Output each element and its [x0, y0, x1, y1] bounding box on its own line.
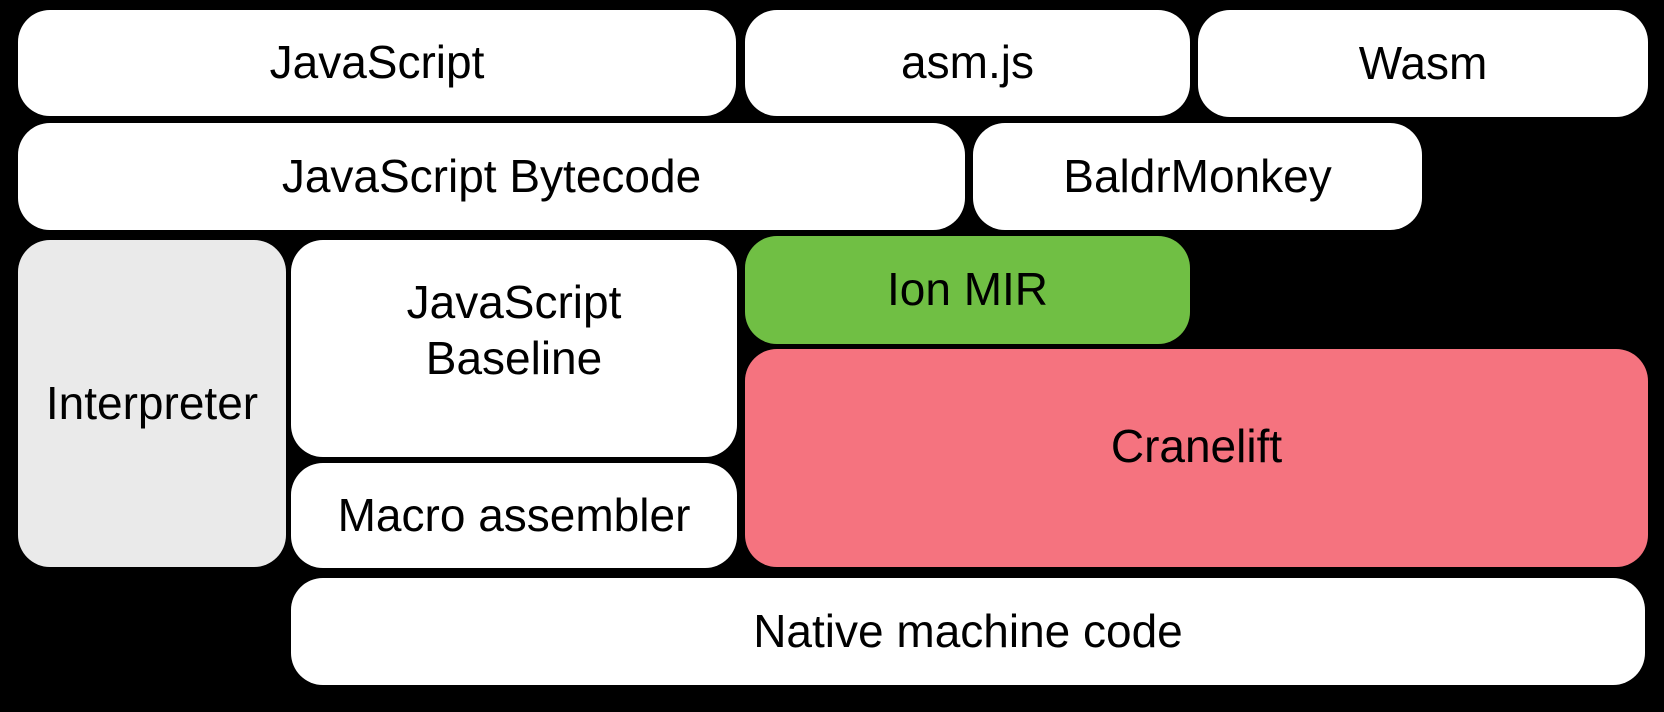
node-wasm-label: Wasm	[1358, 36, 1488, 89]
node-javascript-bytecode-label: JavaScript Bytecode	[281, 149, 702, 202]
node-asm-js-label: asm.js	[901, 36, 1034, 89]
node-wasm: Wasm	[1198, 10, 1648, 117]
node-javascript-baseline-line1: JavaScript	[406, 276, 622, 329]
node-macro-assembler-label: Macro assembler	[337, 488, 691, 541]
node-interpreter: Interpreter	[18, 240, 286, 567]
node-native-machine-code-label: Native machine code	[753, 604, 1183, 657]
node-asm-js: asm.js	[745, 10, 1190, 116]
node-native-machine-code: Native machine code	[291, 578, 1645, 685]
node-baldrmonkey-label: BaldrMonkey	[1063, 149, 1332, 202]
node-baldrmonkey: BaldrMonkey	[973, 123, 1422, 230]
node-javascript-bytecode: JavaScript Bytecode	[18, 123, 965, 230]
node-javascript-label: JavaScript	[269, 36, 485, 89]
node-macro-assembler: Macro assembler	[291, 463, 737, 568]
node-interpreter-label: Interpreter	[45, 376, 259, 429]
node-javascript-baseline: JavaScript Baseline	[291, 240, 737, 457]
node-cranelift-label: Cranelift	[1110, 420, 1283, 473]
node-javascript-baseline-line2: Baseline	[425, 331, 603, 384]
node-ion-mir: Ion MIR	[745, 236, 1190, 344]
node-cranelift: Cranelift	[745, 349, 1648, 567]
node-javascript-baseline-label: JavaScript Baseline	[407, 275, 622, 385]
node-ion-mir-label: Ion MIR	[886, 263, 1049, 316]
node-javascript: JavaScript	[18, 10, 736, 116]
